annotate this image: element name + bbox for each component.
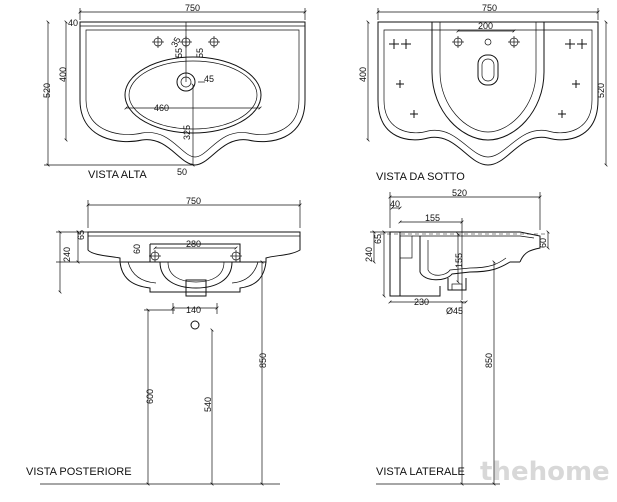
side-height-240-label: 240 xyxy=(364,247,374,262)
top-basin-depth-label: 325 xyxy=(182,125,192,140)
top-drain-label: 45 xyxy=(204,74,214,84)
side-depth-label: 520 xyxy=(452,188,467,198)
top-depth-label: 520 xyxy=(42,83,52,98)
side-rim-65-label: 65 xyxy=(373,234,383,244)
top-view xyxy=(44,8,307,167)
rear-rim-65-label: 65 xyxy=(76,230,86,240)
rear-height-600-label: 600 xyxy=(145,389,155,404)
underside-depth-label: 520 xyxy=(596,83,606,98)
rear-width-label: 750 xyxy=(186,196,201,206)
top-tap-c-label: 35 xyxy=(169,35,183,49)
rear-height-240-label: 240 xyxy=(62,247,72,262)
side-view xyxy=(370,192,550,486)
side-offset-155-label: 155 xyxy=(425,213,440,223)
watermark-logo: thehome xyxy=(480,457,610,487)
side-front-60-label: 60 xyxy=(538,238,548,248)
underside-view xyxy=(366,8,608,167)
top-rim-label: 40 xyxy=(68,18,78,28)
rear-view xyxy=(40,200,302,486)
top-tap-a-label: 55 xyxy=(174,48,184,58)
rear-slot-60-label: 60 xyxy=(132,244,142,254)
rear-waste-label: 140 xyxy=(186,305,201,315)
side-drop-155-label: 155 xyxy=(454,253,464,268)
top-bottom-label: 50 xyxy=(177,167,187,177)
rear-fixings-label: 280 xyxy=(186,239,201,249)
side-drain-45-label: Ø45 xyxy=(446,306,463,316)
top-width-label: 750 xyxy=(185,3,200,13)
top-tap-b-label: 55 xyxy=(195,48,205,58)
side-view-title: VISTA LATERALE xyxy=(376,466,465,478)
top-view-title: VISTA ALTA xyxy=(88,169,147,181)
rear-view-title: VISTA POSTERIORE xyxy=(26,466,132,478)
side-rim-label: 40 xyxy=(390,199,400,209)
side-height-850-label: 850 xyxy=(484,353,494,368)
underside-view-title: VISTA DA SOTTO xyxy=(376,171,465,183)
top-inner-depth-label: 400 xyxy=(58,67,68,82)
underside-inner-depth-label: 400 xyxy=(358,67,368,82)
underside-width-label: 750 xyxy=(482,3,497,13)
rear-height-540-label: 540 xyxy=(203,397,213,412)
rear-height-850-label: 850 xyxy=(258,353,268,368)
side-waste-230-label: 230 xyxy=(414,297,429,307)
fixing-points xyxy=(389,39,587,118)
top-basin-width-label: 460 xyxy=(154,103,169,113)
underside-holes-label: 200 xyxy=(478,21,493,31)
